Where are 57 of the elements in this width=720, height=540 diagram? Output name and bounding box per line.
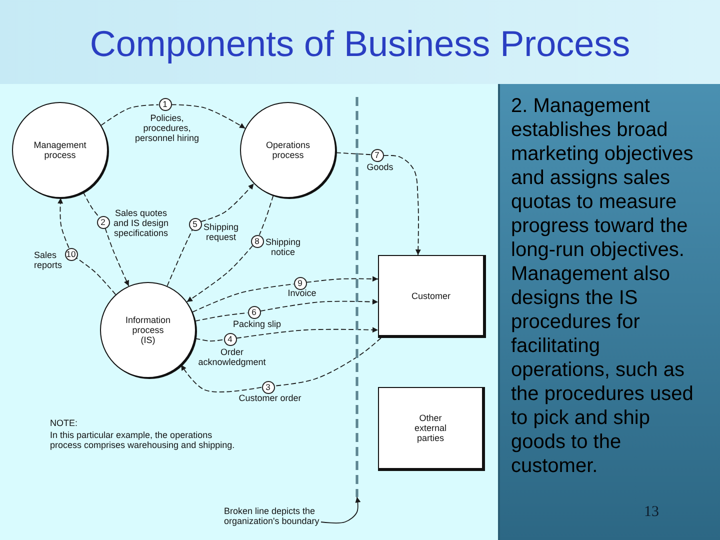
- flow-label: Goods: [366, 162, 394, 172]
- annotation-text: Broken line depicts the organization's boundary: [224, 506, 321, 526]
- entity-box: [378, 255, 486, 338]
- flow-arrow: [180, 364, 262, 392]
- process-label: Management process: [32, 140, 88, 160]
- step-number: 4: [228, 334, 232, 344]
- leader-arrow: [320, 496, 361, 524]
- flow-line: [335, 152, 371, 156]
- flow-label: Shipping request: [202, 222, 240, 242]
- flow-line: [258, 195, 274, 236]
- dashed-boundary-line: [355, 97, 359, 497]
- process-circle: [10, 100, 110, 200]
- flow-arrow: [236, 327, 378, 339]
- step-number: 6: [252, 308, 256, 316]
- note-text: In this particular example, the operations process comprises warehousing and shipping.: [50, 430, 236, 450]
- page-number: 13: [644, 503, 659, 521]
- step-number: 3: [266, 382, 270, 392]
- flow-arrow: [306, 276, 378, 283]
- slide-body-text: 2. Management establishes broad marketing objectives and assigns sales quotas to measure progress toward the long-run objectives. Management also designs the IS procedures for facilitating operations, such as the procedures used to pick and ship goods to the customer.: [511, 94, 694, 478]
- flow-line: [166, 229, 193, 286]
- slide-title: Components of Business Process: [90, 23, 630, 65]
- flow-arrow: [383, 154, 421, 256]
- process-circle: [98, 280, 198, 380]
- flow-line: [82, 192, 100, 218]
- process-circle: [238, 100, 338, 200]
- entity-label: Customer: [411, 290, 450, 300]
- flow-line: [274, 338, 382, 386]
- flow-arrow: [58, 198, 70, 248]
- step-number: 8: [254, 236, 260, 246]
- entity-label: Other external parties: [413, 413, 448, 443]
- flow-line: [194, 338, 224, 342]
- flow-arrow: [186, 245, 253, 302]
- step-number: 5: [192, 220, 198, 228]
- process-label: Operations process: [264, 140, 312, 160]
- flow-arrow: [104, 228, 130, 286]
- flow-label: Order acknowledgment: [197, 347, 267, 367]
- flow-label: Customer order: [238, 393, 302, 403]
- flow-label: Packing slip: [232, 319, 282, 329]
- step-number: 1: [162, 100, 168, 108]
- process-label: Information process (IS): [124, 315, 172, 345]
- flow-line: [194, 312, 248, 322]
- flow-label: Sales quotes and IS design specifications: [112, 208, 170, 238]
- step-number: 9: [298, 278, 302, 288]
- flow-label: Policies, procedures, personnel hiring: [134, 113, 200, 143]
- flow-arrow: [200, 183, 254, 222]
- flow-arrow: [171, 104, 246, 129]
- note-heading: NOTE:: [50, 418, 78, 428]
- entity-box: [378, 387, 485, 471]
- step-number: 2: [100, 218, 106, 226]
- step-number: 7: [374, 150, 380, 160]
- step-number: 10: [66, 250, 76, 258]
- flow-line: [76, 257, 116, 296]
- flow-label: Invoice: [288, 288, 316, 298]
- flow-arrow: [260, 299, 378, 312]
- flow-line: [100, 104, 159, 126]
- flow-label: Sales reports: [34, 250, 64, 270]
- flow-label: Shipping notice: [264, 237, 302, 257]
